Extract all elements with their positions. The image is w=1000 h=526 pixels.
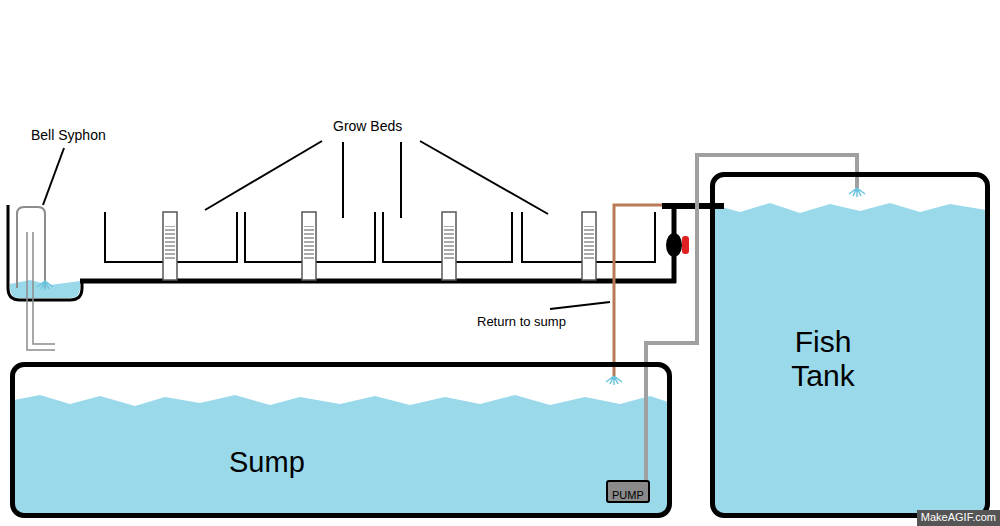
part-label: Bell Syphon — [31, 127, 106, 143]
drain-pipe — [80, 279, 676, 284]
valve-body — [666, 233, 682, 257]
syphon-standpipe — [27, 232, 55, 350]
return-pipe — [614, 205, 662, 376]
part-label: Return to sump — [477, 314, 566, 329]
fish-tank: Fish Tank — [710, 172, 990, 518]
syphon-bell — [17, 207, 45, 288]
syphon-container — [8, 205, 82, 300]
sump-tank: SumpPUMP — [10, 362, 672, 518]
syphon-water — [10, 280, 80, 298]
valve-handle — [682, 236, 689, 254]
water-spray — [37, 188, 865, 385]
pump-box: PUMP — [606, 480, 650, 503]
watermark: MakeAGIF.com — [917, 510, 1000, 526]
drain-riser — [672, 204, 677, 283]
leader-lines — [43, 141, 610, 309]
part-label: Grow Beds — [333, 118, 402, 134]
grow-beds — [105, 212, 655, 262]
bed-standpipes — [163, 212, 596, 280]
pump-label: PUMP — [612, 489, 644, 502]
tank-water — [714, 203, 986, 514]
tank-label: Fish Tank — [778, 325, 868, 393]
tank-label: Sump — [229, 445, 305, 479]
water-pipe — [646, 155, 857, 480]
sump-water — [14, 395, 668, 514]
